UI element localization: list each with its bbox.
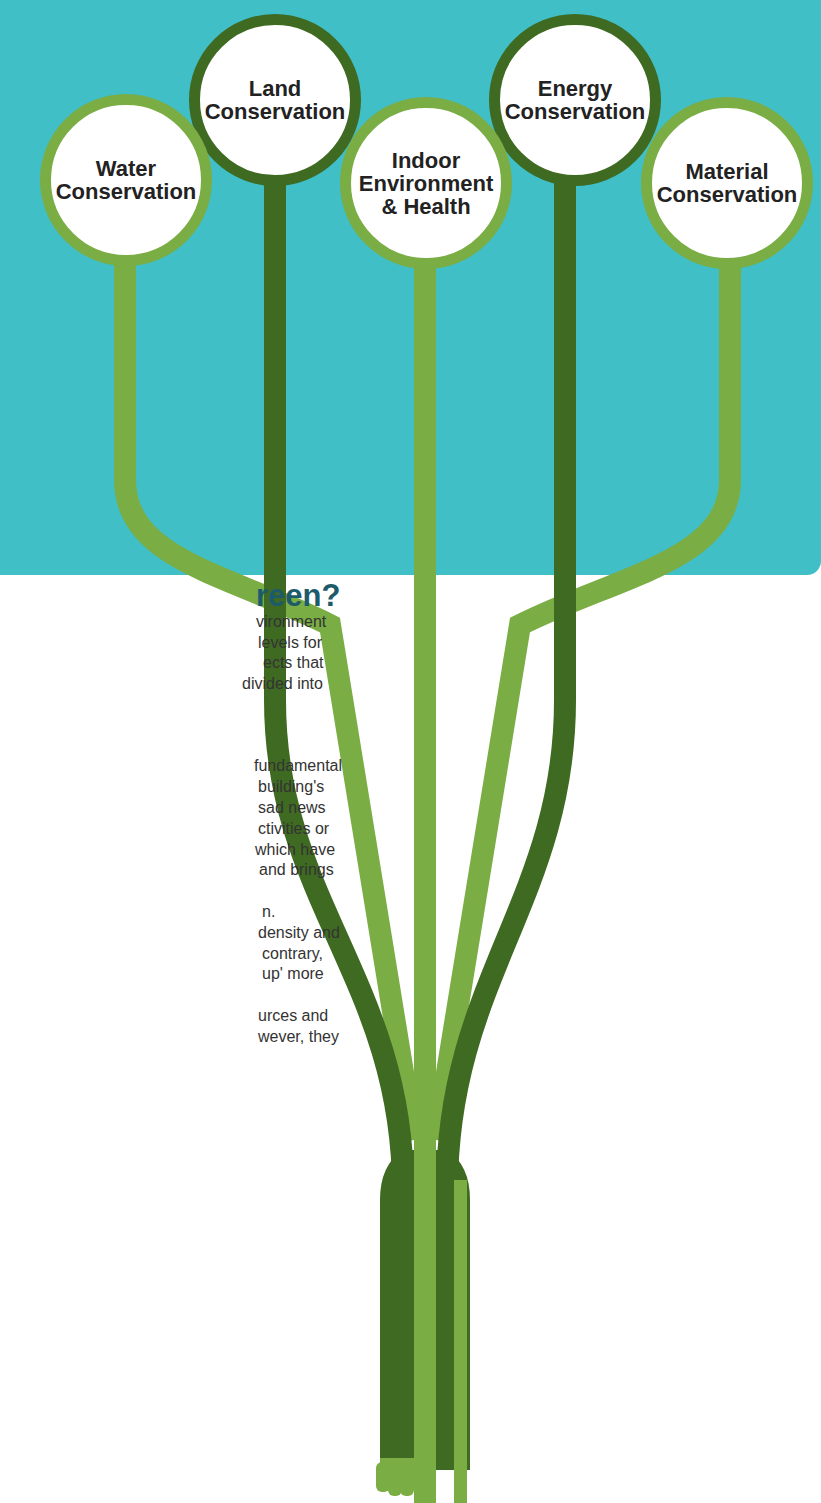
- circle-shape: [195, 20, 356, 181]
- energy-stem: [447, 180, 565, 1190]
- body-text-fragment: sad news: [258, 798, 326, 818]
- node-label: Water Conservation: [51, 157, 201, 203]
- body-text-fragment: levels for: [258, 633, 322, 653]
- node-label: Energy Conservation: [500, 77, 650, 123]
- body-text-fragment: n.: [262, 902, 275, 922]
- node-label: Indoor Environment & Health: [351, 149, 501, 218]
- body-text-fragment: ctivities or: [258, 819, 329, 839]
- body-text-fragment: vironment: [256, 612, 326, 632]
- circle-node: Water Conservation: [40, 94, 212, 266]
- circle-content: Land Conservation: [189, 14, 361, 186]
- circle-shape: [495, 20, 656, 181]
- body-text-fragment: ects that: [263, 653, 323, 673]
- circle-content: Water Conservation: [40, 94, 212, 266]
- body-text-fragment: and brings: [259, 860, 334, 880]
- body-text-fragment: fundamental: [254, 756, 342, 776]
- body-text-fragment: which have: [255, 840, 335, 860]
- heading: reen?: [256, 578, 340, 614]
- circle-content: Indoor Environment & Health: [340, 97, 512, 269]
- circle-shape: [647, 103, 808, 264]
- circle-node: Land Conservation: [189, 14, 361, 186]
- node-label: Material Conservation: [652, 160, 802, 206]
- circle-content: Material Conservation: [641, 97, 813, 269]
- indoor-stem: [414, 260, 436, 1503]
- thumb-stripe: [454, 1180, 467, 1503]
- circle-shape: [46, 100, 207, 261]
- palm: [380, 1458, 436, 1472]
- circle-shape: [346, 103, 507, 264]
- body-text-fragment: wever, they: [258, 1027, 339, 1047]
- circle-node: Material Conservation: [641, 97, 813, 269]
- body-text-fragment: divided into: [242, 674, 323, 694]
- body-text-fragment: building's: [258, 777, 324, 797]
- circle-content: Energy Conservation: [489, 14, 661, 186]
- body-text-fragment: density and: [258, 923, 340, 943]
- circle-node: Indoor Environment & Health: [340, 97, 512, 269]
- circle-node: Energy Conservation: [489, 14, 661, 186]
- body-text-fragment: contrary,: [262, 944, 323, 964]
- node-label: Land Conservation: [200, 77, 350, 123]
- body-text-fragment: urces and: [258, 1006, 328, 1026]
- body-text-fragment: up' more: [262, 964, 324, 984]
